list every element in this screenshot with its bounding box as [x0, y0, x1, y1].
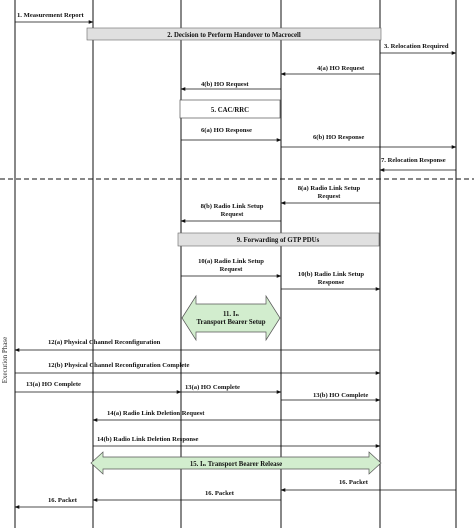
- msg-6a-label: 6(a) HO Response: [201, 127, 252, 134]
- msg-12b-label: 12(b) Physical Channel Reconfiguration C…: [48, 362, 189, 369]
- cac-rrc-box: [179, 99, 281, 119]
- transport-bearer-release-label: 15. Iₙ Transport Bearer Release: [190, 461, 282, 468]
- msg-13a-label-1: 13(a) HO Complete: [26, 381, 81, 388]
- msg-12a-label: 12(a) Physical Channel Reconfiguration: [48, 339, 161, 346]
- cac-rrc-label: 5. CAC/RRC: [211, 107, 249, 114]
- transport-bearer-release-arrow: [90, 451, 382, 475]
- msg-13b-label: 13(b) HO Complete: [313, 392, 368, 399]
- msg-4a-label: 4(a) HO Request: [317, 65, 365, 72]
- msg-7-label: 7. Relocation Response: [381, 157, 446, 164]
- decision-box-label: 2. Decision to Perform Handover to Macro…: [167, 32, 301, 39]
- transport-bearer-setup-arrow: [181, 294, 281, 342]
- msg-4b-label: 4(b) HO Request: [201, 81, 249, 88]
- phase-label: Execution Phase: [1, 337, 9, 383]
- msg-6b-label: 6(b) HO Response: [313, 134, 364, 141]
- msg-16-label-1: 16. Packet: [339, 479, 369, 486]
- msg-14b-label: 14(b) Radio Link Deletion Response: [97, 436, 199, 443]
- decision-box: [86, 27, 382, 41]
- msg-13a-label-2: 13(a) HO Complete: [185, 384, 240, 391]
- msg-16-label-3: 16. Packet: [48, 497, 78, 504]
- gtp-forwarding-box: [177, 232, 380, 247]
- msg-3-label: 3. Relocation Required: [384, 43, 449, 50]
- gtp-forwarding-label: 9. Forwarding of GTP PDUs: [237, 237, 320, 244]
- msg-1-label: 1. Measurement Report: [17, 12, 85, 19]
- msg-16-label-2: 16. Packet: [205, 490, 235, 497]
- msg-14a-label: 14(a) Radio Link Deletion Request: [107, 410, 205, 417]
